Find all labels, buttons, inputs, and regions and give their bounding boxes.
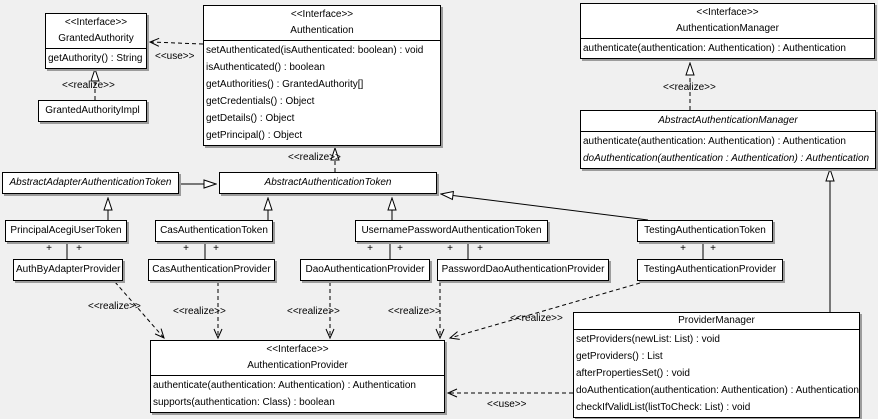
realize-label: <<realize>> xyxy=(510,313,563,324)
class-name: AuthenticationProvider xyxy=(247,360,348,371)
multiplicity-plus: + xyxy=(213,243,219,254)
class-name: ProviderManager xyxy=(678,315,755,326)
method: authenticate(authentication: Authenticat… xyxy=(583,136,846,147)
class-name: AbstractAdapterAuthenticationToken xyxy=(9,177,172,188)
realize-label: <<realize>> xyxy=(663,82,716,93)
method: checkIfValidList(listToCheck: List) : vo… xyxy=(576,402,751,413)
class-box-cas-authentication-provider: CasAuthenticationProvider xyxy=(148,259,275,281)
class-name: PasswordDaoAuthenticationProvider xyxy=(441,264,605,275)
class-box-authentication-provider: <<Interface>> AuthenticationProvider aut… xyxy=(150,340,445,413)
realize-label: <<realize>> xyxy=(173,306,226,317)
class-name: UsernamePasswordAuthenticationToken xyxy=(361,225,542,236)
class-box-authentication-manager: <<Interface>> AuthenticationManager auth… xyxy=(580,3,875,59)
realize-authbyadapter-to-authprovider xyxy=(114,281,165,339)
class-name: AbstractAuthenticationToken xyxy=(264,177,392,188)
method: supports(authentication: Class) : boolea… xyxy=(153,397,335,408)
realize-label: <<realize>> xyxy=(62,80,115,91)
class-name: AbstractAuthenticationManager xyxy=(658,115,798,126)
method: doAuthentication(authentication : Authen… xyxy=(583,153,870,164)
realize-label: <<realize>> xyxy=(288,152,341,163)
method: setProviders(newList: List) : void xyxy=(576,334,720,345)
stereotype-label: <<Interface>> xyxy=(290,9,354,20)
method: authenticate(authentication: Authenticat… xyxy=(153,380,416,391)
class-box-testing-authentication-provider: TestingAuthenticationProvider xyxy=(637,259,783,281)
method: isAuthenticated() : boolean xyxy=(206,62,325,73)
class-box-password-dao-authentication-provider: PasswordDaoAuthenticationProvider xyxy=(437,259,609,281)
method: doAuthentication(authentication: Authent… xyxy=(576,385,859,396)
method: getCredentials() : Object xyxy=(206,96,315,107)
class-name: PrincipalAcegiUserToken xyxy=(10,225,122,236)
multiplicity-plus: + xyxy=(680,243,686,254)
stereotype-label: <<Interface>> xyxy=(266,344,329,355)
class-name: CasAuthenticationProvider xyxy=(152,264,271,275)
multiplicity-plus: + xyxy=(183,243,189,254)
class-box-cas-authentication-token: CasAuthenticationToken xyxy=(155,220,273,242)
class-box-abstract-authentication-manager: AbstractAuthenticationManager authentica… xyxy=(580,110,876,169)
class-box-abstract-authentication-token: AbstractAuthenticationToken xyxy=(219,172,437,194)
class-name: AuthByAdapterProvider xyxy=(16,264,121,275)
multiplicity-plus: + xyxy=(477,243,483,254)
class-box-provider-manager: ProviderManager setProviders(newList: Li… xyxy=(573,312,860,418)
method: afterPropertiesSet() : void xyxy=(576,368,690,379)
multiplicity-plus: + xyxy=(367,243,373,254)
method: getProviders() : List xyxy=(576,351,663,362)
class-box-principal-acegi-user-token: PrincipalAcegiUserToken xyxy=(5,220,127,242)
class-name: DaoAuthenticationProvider xyxy=(305,264,425,275)
class-name: GrantedAuthorityImpl xyxy=(45,105,140,116)
use-label: <<use>> xyxy=(487,399,527,410)
method: getAuthority() : String xyxy=(48,53,143,64)
multiplicity-plus: + xyxy=(710,243,716,254)
class-name: Authentication xyxy=(290,25,354,36)
method: getPrincipal() : Object xyxy=(206,130,303,141)
multiplicity-plus: + xyxy=(76,243,82,254)
method: getDetails() : Object xyxy=(206,113,295,124)
multiplicity-plus: + xyxy=(397,243,403,254)
use-label: <<use>> xyxy=(155,51,195,62)
method: getAuthorities() : GrantedAuthority[] xyxy=(206,79,364,90)
stereotype-label: <<Interface>> xyxy=(696,7,759,18)
realize-testingprovider-to-authprovider xyxy=(448,282,641,340)
realize-label: <<realize>> xyxy=(388,306,441,317)
multiplicity-plus: + xyxy=(46,243,52,254)
class-name: TestingAuthenticationProvider xyxy=(643,264,777,275)
method: setAuthenticated(isAuthenticated: boolea… xyxy=(206,45,424,56)
class-name: CasAuthenticationToken xyxy=(160,225,268,236)
class-box-auth-by-adapter-provider: AuthByAdapterProvider xyxy=(13,259,123,281)
stereotype-label: <<Interface>> xyxy=(64,17,128,28)
class-name: TestingAuthenticationToken xyxy=(644,225,766,236)
class-box-granted-authority: <<Interface>> GrantedAuthority getAuthor… xyxy=(45,13,147,69)
realize-label: <<realize>> xyxy=(287,306,340,317)
method: authenticate(authentication: Authenticat… xyxy=(583,43,846,54)
realize-label: <<realize>> xyxy=(88,301,141,312)
class-name: GrantedAuthority xyxy=(58,33,134,44)
class-box-abstract-adapter-authentication-token: AbstractAdapterAuthenticationToken xyxy=(2,172,179,194)
class-box-username-password-authentication-token: UsernamePasswordAuthenticationToken xyxy=(355,220,548,242)
class-name: AuthenticationManager xyxy=(676,23,779,34)
class-box-testing-authentication-token: TestingAuthenticationToken xyxy=(637,220,773,242)
multiplicity-plus: + xyxy=(447,243,453,254)
class-box-authentication: <<Interface>> Authentication setAuthenti… xyxy=(203,5,441,146)
use-authentication-to-grantedauthority xyxy=(148,37,204,47)
class-box-dao-authentication-provider: DaoAuthenticationProvider xyxy=(300,259,430,281)
class-box-granted-authority-impl: GrantedAuthorityImpl xyxy=(38,100,147,122)
gen-testingtoken-to-abstracttoken xyxy=(441,194,649,221)
